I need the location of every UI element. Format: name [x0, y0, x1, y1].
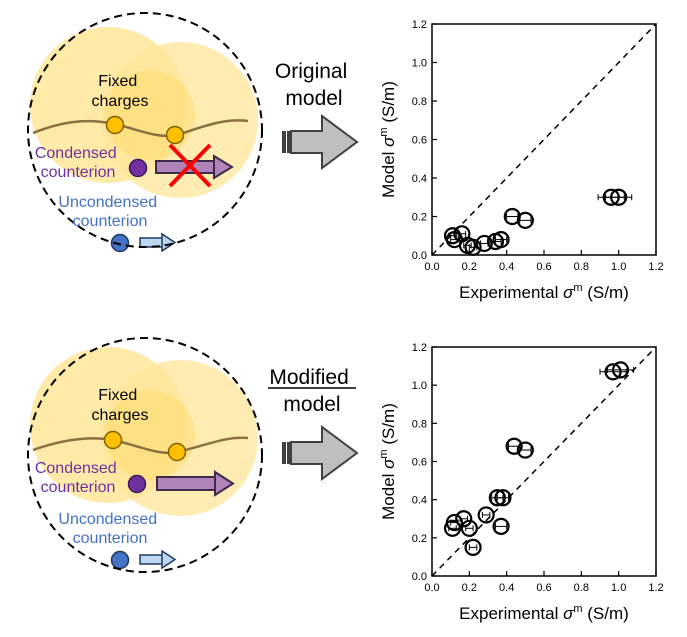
data-point [475, 234, 493, 253]
condensed-counterion-dot [128, 158, 148, 178]
parity-line [431, 346, 657, 577]
fixed-charge-2 [167, 442, 187, 462]
fixed-charge-1 [105, 115, 125, 135]
uncondensed-label: Uncondensed counterion [58, 511, 161, 547]
condensed-counterion-dot [127, 474, 147, 494]
x-tick-label: 1.0 [611, 261, 626, 273]
data-point [492, 517, 510, 535]
condensed-label: Condensed counterion [35, 460, 121, 496]
fixed-charge-1 [103, 430, 123, 450]
x-tick-label: 0.2 [462, 261, 477, 273]
y-tick-label: 0.4 [412, 173, 427, 185]
uncondensed-counterion-dot [110, 550, 130, 570]
y-tick-label: 0.6 [412, 457, 427, 469]
boundary-circle [27, 12, 263, 248]
data-point [516, 441, 534, 459]
plot-frame [431, 23, 657, 256]
x-tick-label: 0.4 [499, 582, 514, 594]
top-transition-arrow [282, 114, 359, 170]
plot-frame [431, 346, 657, 577]
y-tick-label: 0.6 [412, 135, 427, 147]
x-tick-label: 1.2 [648, 261, 663, 273]
condensed-motion-arrow [156, 470, 235, 497]
data-point [505, 437, 523, 455]
x-axis-label: Experimental σm (S/m) [459, 603, 629, 623]
fixed-charges-label: Fixed charges [92, 387, 149, 424]
x-tick-label: 0.4 [499, 261, 514, 273]
blocked-x-icon [168, 143, 212, 188]
uncondensed-motion-arrow [139, 232, 177, 253]
x-tick-label: 1.0 [611, 582, 626, 594]
data-point [516, 211, 534, 229]
data-point [445, 513, 463, 532]
x-tick-label: 0.0 [424, 261, 439, 273]
x-tick-label: 0.6 [536, 582, 551, 594]
modified-model-label: Modified model [269, 366, 354, 416]
x-tick-label: 0.8 [574, 582, 589, 594]
data-point [494, 489, 512, 507]
data-point [611, 361, 630, 379]
y-tick-label: 0.4 [412, 495, 427, 507]
chart-original-model: 0.0 0.2 0.4 0.6 0.8 1.0 1.2 0.0 0.2 0.4 0.6 0.8 1.0 1… [378, 19, 664, 302]
y-tick-label: 1.2 [412, 19, 427, 31]
chart-modified-model: 0.0 0.2 0.4 0.6 0.8 1.0 1.2 0.0 0.2 0.4 0.6 0.8 1.0 1… [378, 342, 664, 623]
fixed-charge-2 [165, 125, 185, 145]
y-tick-label: 0.2 [412, 212, 427, 224]
original-model-label: Original model [275, 60, 353, 110]
boundary-circle [27, 337, 263, 573]
uncondensed-label: Uncondensed counterion [58, 194, 161, 230]
parity-line [431, 23, 657, 256]
y-tick-label: 1.0 [412, 58, 427, 70]
uncondensed-motion-arrow [139, 549, 177, 570]
polymer-chain [32, 436, 249, 455]
y-tick-label: 0.8 [412, 418, 427, 430]
y-tick-label: 0.2 [412, 533, 427, 545]
y-axis-label: Model σm (S/m) [378, 403, 398, 520]
data-point [460, 519, 478, 537]
y-tick-label: 0.8 [412, 96, 427, 108]
x-tick-label: 0.2 [462, 582, 477, 594]
y-tick-label: 1.2 [412, 342, 427, 354]
y-tick-label: 0.0 [412, 571, 427, 583]
x-tick-label: 1.2 [648, 582, 663, 594]
polymer-chain [32, 119, 249, 138]
schematic-bottom: Fixed charges Condensed counterion Uncon… [27, 337, 263, 573]
data-point [464, 538, 482, 556]
fixed-charges-label: Fixed charges [92, 73, 149, 110]
data-point [604, 363, 622, 381]
condensed-label: Condensed counterion [35, 145, 121, 181]
x-tick-label: 0.6 [536, 261, 551, 273]
data-point [610, 188, 628, 206]
schematic-top: Fixed charges Condensed counterion Uncon… [27, 12, 263, 253]
y-tick-label: 0.0 [412, 250, 427, 262]
x-tick-label: 0.8 [574, 261, 589, 273]
x-tick-label: 0.0 [424, 582, 439, 594]
uncondensed-counterion-dot [110, 233, 130, 253]
data-point [455, 510, 473, 528]
x-axis-label: Experimental σm (S/m) [459, 282, 629, 302]
data-point [492, 231, 510, 249]
data-point [477, 506, 495, 524]
bottom-transition-arrow [282, 425, 359, 481]
y-tick-label: 1.0 [412, 380, 427, 392]
y-axis-label: Model σm (S/m) [378, 81, 398, 198]
